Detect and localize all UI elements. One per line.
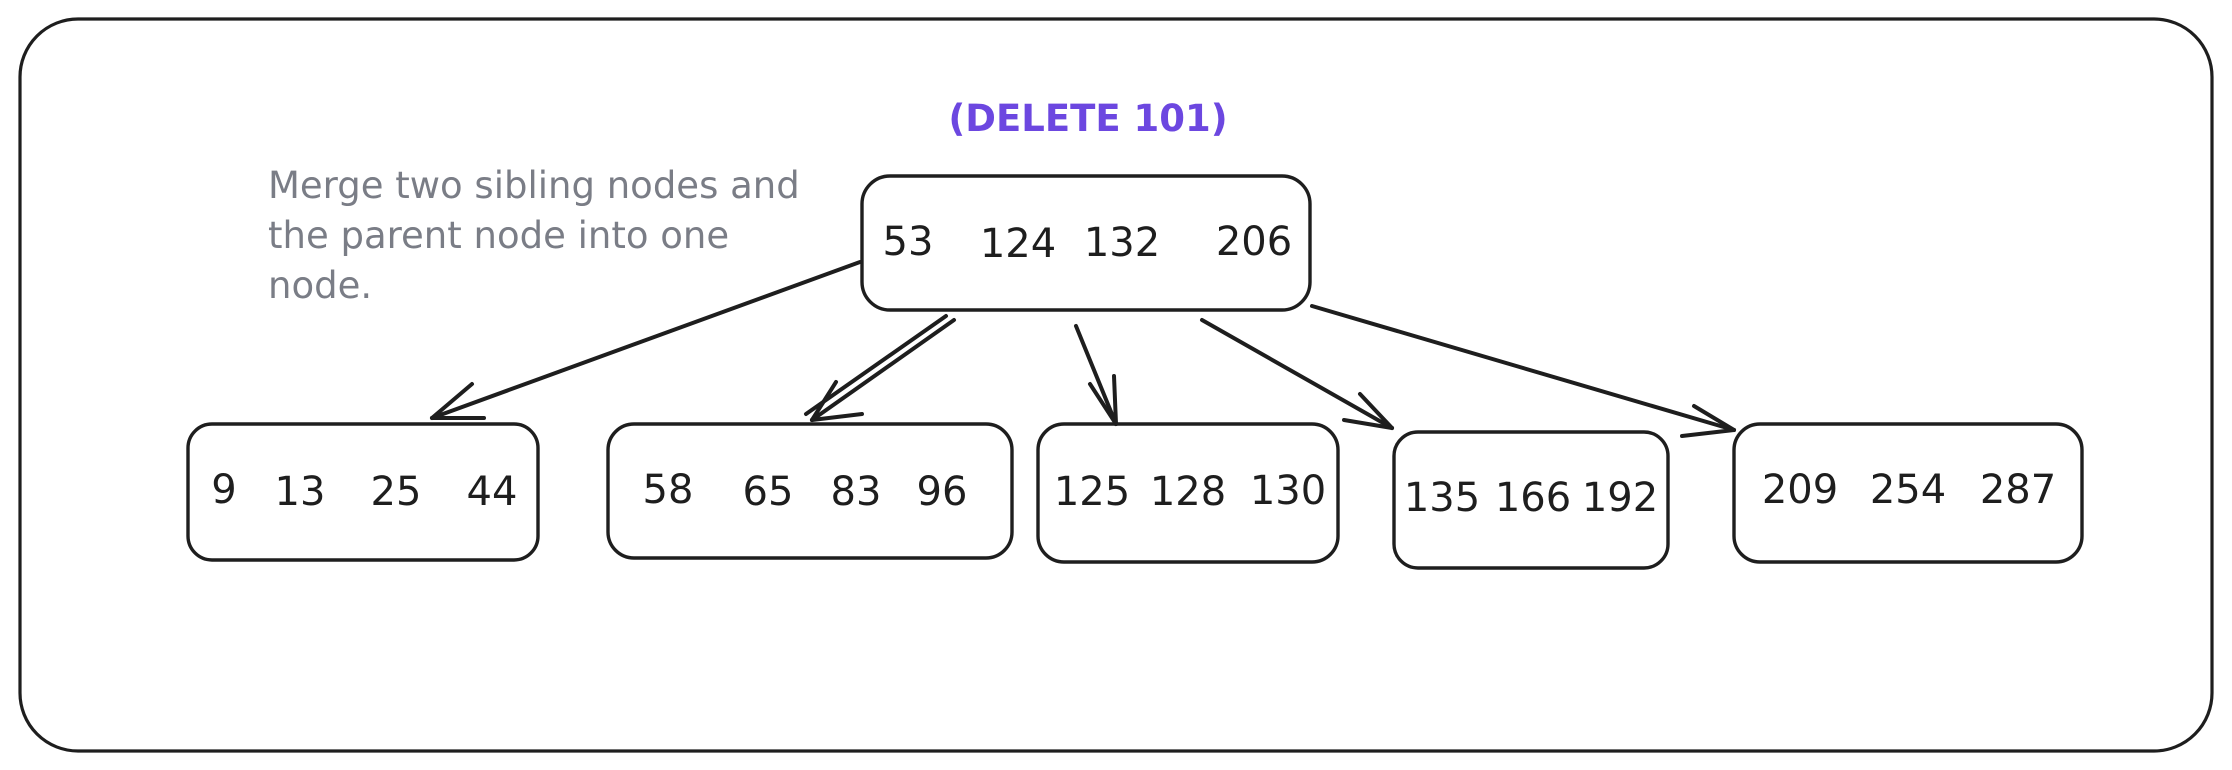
arrow-icon bbox=[430, 260, 862, 420]
arrow-icon bbox=[804, 314, 948, 416]
arrow-root-to-child-1 bbox=[430, 260, 862, 420]
child-key: 65 bbox=[743, 469, 794, 515]
root-node-box bbox=[860, 174, 1312, 312]
merge-note-line-3: node. bbox=[268, 264, 372, 307]
child-key: 287 bbox=[1980, 467, 2056, 513]
arrow-icon bbox=[1680, 428, 1736, 438]
child-key: 58 bbox=[643, 467, 694, 513]
root-key: 206 bbox=[1216, 219, 1292, 265]
child-key: 25 bbox=[371, 469, 422, 515]
arrow-root-to-child-4 bbox=[1200, 318, 1394, 430]
child-key: 96 bbox=[917, 469, 968, 515]
child-node-box bbox=[1732, 422, 2084, 564]
child-key: 209 bbox=[1762, 467, 1838, 513]
arrow-icon bbox=[810, 318, 956, 422]
arrow-icon bbox=[810, 412, 864, 422]
child-key: 254 bbox=[1870, 467, 1946, 513]
child-key: 125 bbox=[1054, 469, 1130, 515]
child-node-box bbox=[606, 422, 1014, 560]
child-key: 9 bbox=[211, 467, 236, 513]
arrow-root-to-child-2 bbox=[804, 314, 956, 422]
root-node: 53 124 132 206 bbox=[860, 174, 1312, 312]
root-key: 124 bbox=[980, 221, 1056, 267]
arrow-icon bbox=[1310, 304, 1736, 432]
child-key: 192 bbox=[1582, 475, 1658, 521]
arrow-icon bbox=[1358, 392, 1394, 430]
child-key: 130 bbox=[1250, 468, 1326, 514]
child-key: 135 bbox=[1404, 475, 1480, 521]
arrow-icon bbox=[1200, 318, 1394, 430]
child-node-1: 9 13 25 44 bbox=[186, 422, 540, 562]
diagram-title: (DELETE 101) bbox=[948, 97, 1227, 140]
child-node-box bbox=[186, 422, 540, 562]
child-key: 166 bbox=[1495, 475, 1571, 521]
arrow-root-to-child-5 bbox=[1310, 304, 1736, 438]
arrow-icon bbox=[810, 380, 838, 422]
merge-note-line-2: the parent node into one bbox=[268, 214, 729, 257]
arrow-icon bbox=[1342, 418, 1394, 430]
root-key: 53 bbox=[883, 219, 934, 265]
child-node-5: 209 254 287 bbox=[1732, 422, 2084, 564]
merge-note-line-1: Merge two sibling nodes and bbox=[268, 164, 800, 207]
child-key: 13 bbox=[275, 469, 326, 515]
child-node-box bbox=[1036, 422, 1340, 564]
child-node-box bbox=[1392, 430, 1670, 570]
root-key: 132 bbox=[1084, 220, 1160, 266]
child-node-2: 58 65 83 96 bbox=[606, 422, 1014, 560]
child-key: 128 bbox=[1150, 469, 1226, 515]
child-key: 44 bbox=[467, 469, 518, 515]
child-node-4: 135 166 192 bbox=[1392, 430, 1670, 570]
arrow-root-to-child-3 bbox=[1074, 324, 1118, 426]
arrow-icon bbox=[1088, 382, 1118, 426]
arrow-icon bbox=[1112, 374, 1118, 426]
arrow-icon bbox=[430, 382, 474, 420]
arrow-icon bbox=[1692, 404, 1736, 432]
child-node-3: 125 128 130 bbox=[1036, 422, 1340, 564]
child-key: 83 bbox=[831, 469, 882, 515]
arrow-icon bbox=[1074, 324, 1118, 426]
